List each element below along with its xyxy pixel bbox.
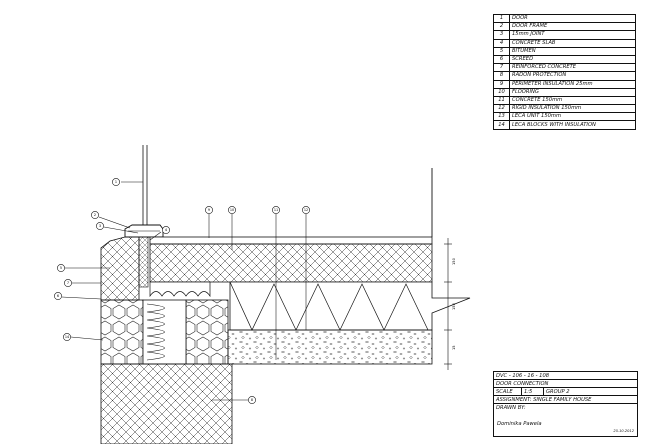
svg-text:7: 7: [67, 281, 69, 285]
frame-joint: [138, 236, 149, 288]
leca-unit-left: [100, 299, 144, 365]
callout-9: 9: [205, 206, 213, 214]
drawn-by-label: DRAWN BY:: [496, 405, 526, 411]
dimension-label-slab: 150: [452, 302, 456, 310]
rigid-insulation: [149, 281, 211, 298]
callout-6: 6: [54, 292, 62, 300]
perimeter-wall-cap: [100, 236, 140, 301]
callout-7: 7: [64, 279, 72, 287]
svg-text:11: 11: [274, 208, 278, 212]
foundation-wall: [100, 363, 233, 444]
svg-text:1: 1: [115, 180, 117, 184]
callout-11: 11: [272, 206, 280, 214]
svg-text:9: 9: [208, 208, 210, 212]
scale-row: SCALE 1:5 GROUP 2: [494, 388, 637, 396]
title-block: DVC - 106 - 16 - 108 DOOR CONNECTION SCA…: [493, 371, 638, 437]
signature: Dominika Pawela: [497, 421, 542, 427]
svg-text:8: 8: [251, 398, 253, 402]
svg-text:12: 12: [304, 208, 308, 212]
leca-unit-right: [185, 299, 229, 365]
callout-3: 3: [96, 222, 104, 230]
svg-text:4: 4: [165, 228, 167, 232]
scale-value: 1:5: [522, 388, 544, 396]
svg-text:6: 6: [57, 294, 59, 298]
gravel-layer: [227, 329, 433, 365]
svg-text:5: 5: [60, 266, 62, 270]
dimension-label-base: 15: [452, 345, 456, 350]
callout-8: 8: [248, 396, 256, 404]
leader-lines: [61, 181, 307, 401]
callout-1: 1: [112, 178, 120, 186]
date-stamp: 25.10.2012: [613, 429, 634, 433]
svg-text:2: 2: [94, 213, 96, 217]
flooring-layer: [149, 236, 433, 245]
callout-4: 4: [162, 226, 170, 234]
group-label: GROUP 2: [546, 389, 570, 395]
svg-text:14: 14: [65, 335, 69, 339]
scale-label: SCALE: [494, 388, 522, 396]
svg-text:3: 3: [99, 224, 101, 228]
svg-text:10: 10: [230, 208, 234, 212]
block-insulation: [142, 299, 187, 365]
drawing-number: DVC - 106 - 16 - 108: [494, 372, 637, 380]
dimension-line: [444, 238, 452, 370]
callout-5: 5: [57, 264, 65, 272]
callout-12: 12: [302, 206, 310, 214]
door-leaf: [142, 145, 148, 228]
concrete-slab: [229, 281, 471, 331]
callout-10: 10: [228, 206, 236, 214]
screed-layer: [149, 243, 433, 283]
assignment: ASSIGNMENT: SINGLE FAMILY HOUSE: [494, 396, 637, 404]
callout-2: 2: [91, 211, 99, 219]
callout-14: 14: [63, 333, 71, 341]
drawing-title: DOOR CONNECTION: [494, 380, 637, 388]
dimension-label-screed: 150: [452, 257, 456, 265]
